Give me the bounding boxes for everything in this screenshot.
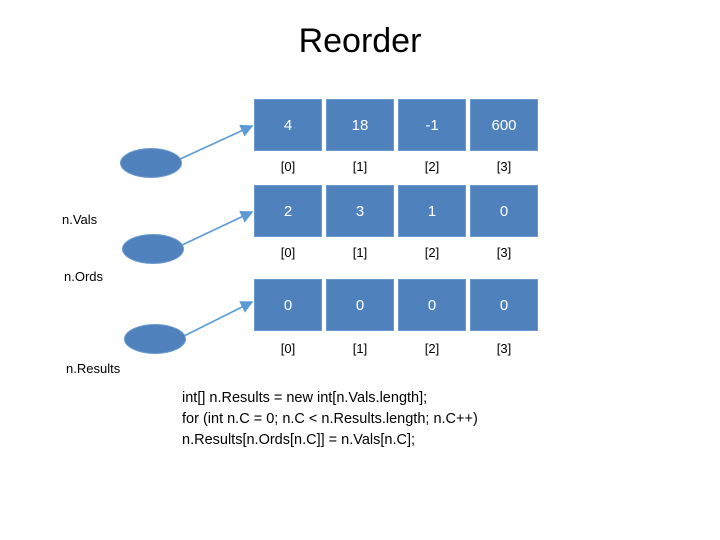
node-nords-ellipse [122, 234, 184, 264]
cell-nords-0: 2 [254, 185, 322, 237]
cell-nvals-0: 4 [254, 99, 322, 151]
cell-nords-1: 3 [326, 185, 394, 237]
node-nvals-ellipse [120, 148, 182, 178]
label-nvals: n.Vals [62, 212, 98, 227]
array-nvals-cells: 4 18 -1 600 [254, 99, 538, 151]
arrow-nresults [181, 301, 254, 338]
array-nresults-indices: [0] [1] [2] [3] [254, 341, 538, 361]
cell-nresults-0: 0 [254, 279, 322, 331]
cell-nvals-2: -1 [398, 99, 466, 151]
index-nords-0: [0] [280, 245, 296, 260]
code-line-3: n.Results[n.Ords[n.C]] = n.Vals[n.C]; [182, 432, 416, 448]
array-nords-indices: [0] [1] [2] [3] [254, 245, 538, 265]
cell-nvals-1: 18 [326, 99, 394, 151]
array-nvals-indices: [0] [1] [2] [3] [254, 159, 538, 179]
cell-nords-2: 1 [398, 185, 466, 237]
cell-nresults-3: 0 [470, 279, 538, 331]
cell-nresults-1: 0 [326, 279, 394, 331]
code-line-1: int[] n.Results = new int[n.Vals.length]… [182, 390, 428, 406]
index-nvals-3: [3] [496, 159, 512, 174]
index-nvals-0: [0] [280, 159, 296, 174]
cell-nords-3: 0 [470, 185, 538, 237]
label-nresults: n.Results [66, 361, 121, 376]
index-nresults-0: [0] [280, 341, 296, 356]
index-nords-3: [3] [496, 245, 512, 260]
cell-nvals-3: 600 [470, 99, 538, 151]
code-line-2: for (int n.C = 0; n.C < n.Results.length… [182, 411, 478, 427]
arrow-nvals [177, 124, 254, 161]
index-nvals-2: [2] [424, 159, 440, 174]
index-nords-2: [2] [424, 245, 440, 260]
index-nords-1: [1] [352, 245, 368, 260]
index-nresults-1: [1] [352, 341, 368, 356]
cell-nresults-2: 0 [398, 279, 466, 331]
index-nresults-2: [2] [424, 341, 440, 356]
label-nords: n.Ords [64, 269, 104, 284]
array-nresults-cells: 0 0 0 0 [254, 279, 538, 331]
code-block: int[] n.Results = new int[n.Vals.length]… [182, 388, 478, 451]
node-nresults-ellipse [124, 324, 186, 354]
array-nords-cells: 2 3 1 0 [254, 185, 538, 237]
index-nvals-1: [1] [352, 159, 368, 174]
arrow-nords [179, 210, 254, 247]
page-title: Reorder [298, 22, 422, 60]
index-nresults-3: [3] [496, 341, 512, 356]
